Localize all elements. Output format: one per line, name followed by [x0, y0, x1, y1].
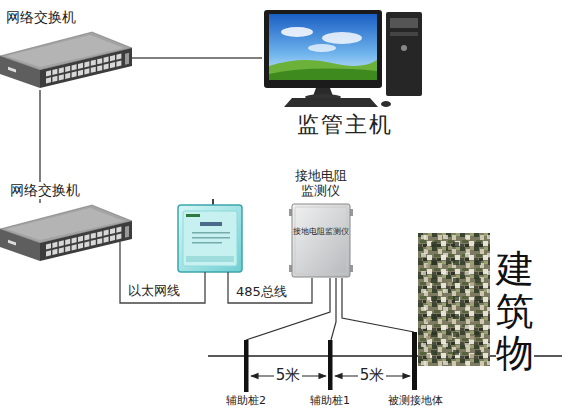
network-switch: 网络交换机 — [0, 30, 132, 90]
node-heading: 建筑物 — [496, 249, 534, 374]
device-label: 接地电阻监测仪 — [293, 227, 349, 237]
building-texture — [418, 233, 490, 366]
building: 建筑物 — [418, 233, 490, 366]
network-cable — [132, 57, 262, 59]
switch-icon — [0, 203, 132, 263]
cable-label: 485总线 — [236, 285, 287, 300]
network-switch: 网络交换机 — [0, 203, 132, 263]
node-heading: 网络交换机 — [10, 182, 80, 199]
host-computer: 监管主机 — [262, 8, 427, 108]
cable-label: 以太网线 — [128, 284, 180, 299]
stake-label: 辅助桩1 — [310, 395, 350, 408]
computer-icon — [262, 8, 427, 108]
converter-device — [178, 199, 242, 272]
node-heading: 网络交换机 — [6, 9, 76, 26]
ground-resistance-monitor: 接地电阻 监测仪接地电阻监测仪 — [289, 203, 353, 278]
dimension-label: 5米 — [358, 367, 387, 384]
node-heading: 监管主机 — [297, 112, 393, 138]
dimension-label: 5米 — [274, 367, 303, 384]
stake-label: 辅助桩2 — [226, 395, 266, 408]
switch-icon — [0, 30, 132, 90]
monitor-housing — [289, 203, 353, 278]
stakes — [244, 332, 417, 392]
bus-wires — [120, 242, 312, 303]
node-heading: 接地电阻 监测仪 — [291, 168, 351, 199]
stake-label: 被测接地体 — [388, 395, 443, 408]
